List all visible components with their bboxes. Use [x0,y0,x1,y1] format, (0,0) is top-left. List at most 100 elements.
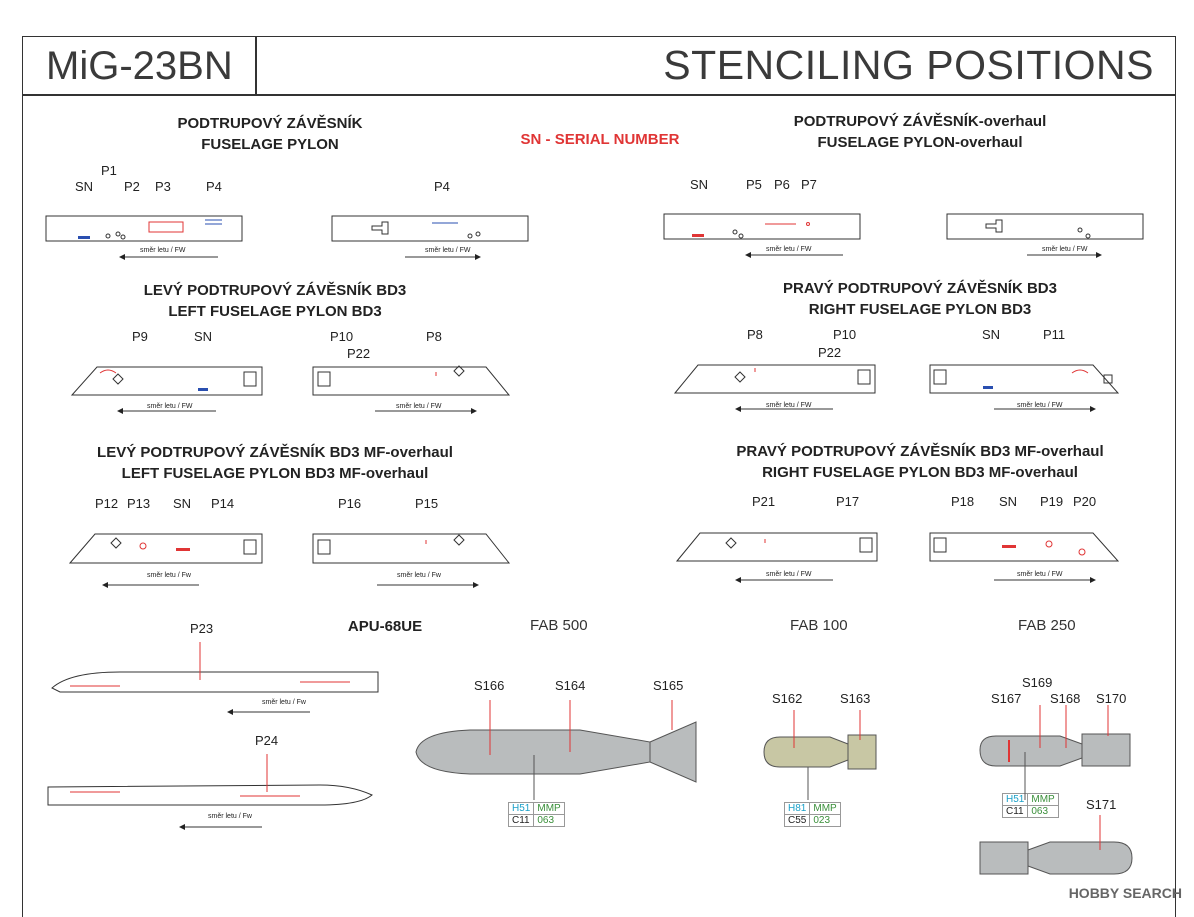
label-p10: P10 [330,329,354,344]
section-title-cz: LEVÝ PODTRUPOVÝ ZÁVĚSNÍK BD3 MF-overhaul [97,444,453,461]
label-s163: S163 [840,691,871,706]
label-p1: P1 [101,163,117,178]
apu-launcher-2 [47,754,373,806]
section-title-cz: PRAVÝ PODTRUPOVÝ ZÁVĚSNÍK BD3 MF-overhau… [736,443,1104,460]
direction-caption: směr letu / FW [1017,571,1063,578]
fab100-title: FAB 100 [790,617,848,634]
label-p2: P2 [124,179,140,194]
label-p11: P11 [1043,327,1066,342]
direction-caption: směr letu / FW [766,246,812,253]
direction-caption: směr letu / Fw [208,813,252,820]
pylon-drawing-2 [331,215,529,242]
section-fuselage-pylon: PODTRUPOVÝ ZÁVĚSNÍK FUSELAGE PYLON [130,115,410,153]
section-title-en: LEFT FUSELAGE PYLON BD3 [168,303,382,320]
label-p22: P22 [818,345,842,360]
label-s166: S166 [474,678,505,693]
direction-caption: směr letu / FW [147,403,193,410]
label-p7: P7 [801,177,817,192]
pylon-drawing-3 [663,213,861,240]
fab250-bomb [979,705,1133,875]
label-p15: P15 [415,496,439,511]
label-p12: P12 [95,496,119,511]
label-sn: SN [75,179,94,194]
label-p4: P4 [434,179,450,194]
header-rule [22,94,1176,96]
direction-caption: směr letu / FW [766,571,812,578]
fab500-title: FAB 500 [530,617,588,634]
apu-title: APU-68UE [347,618,423,635]
direction-caption: směr letu / Fw [262,699,306,706]
label-p4: P4 [206,179,222,194]
pylon-bd3mf-right-2 [929,532,1120,562]
section-right-pylon-bd3-mf: PRAVÝ PODTRUPOVÝ ZÁVĚSNÍK BD3 MF-overhau… [700,443,1140,481]
label-s162: S162 [772,691,803,706]
label-sn: SN [690,177,709,192]
section-title-en: RIGHT FUSELAGE PYLON BD3 MF-overhaul [762,464,1078,481]
label-sn: SN [982,327,1001,342]
label-p14: P14 [211,496,235,511]
aircraft-title: MiG-23BN [46,44,233,88]
label-s171: S171 [1086,797,1117,812]
page-title: STENCILING POSITIONS [663,42,1154,88]
label-p6: P6 [774,177,790,192]
pylon-bd3-right-1 [673,364,876,394]
label-s167: S167 [991,691,1022,706]
section-title-en: FUSELAGE PYLON [201,136,339,153]
label-p9: P9 [132,329,148,344]
direction-caption: směr letu / FW [1017,402,1063,409]
label-p17: P17 [836,494,860,509]
label-p22: P22 [347,346,371,361]
label-p18: P18 [951,494,975,509]
apu-launcher-1 [51,642,379,693]
fab500-bomb [415,700,697,800]
fab100-bomb [763,710,877,800]
direction-caption: směr letu / FW [140,247,186,254]
pylon-bd3-left-1 [70,366,263,396]
label-p23: P23 [190,621,214,636]
section-left-pylon-bd3-mf: LEVÝ PODTRUPOVÝ ZÁVĚSNÍK BD3 MF-overhaul… [60,444,490,482]
label-sn: SN [173,496,192,511]
label-s168: S168 [1050,691,1081,706]
section-left-pylon-bd3: LEVÝ PODTRUPOVÝ ZÁVĚSNÍK BD3 LEFT FUSELA… [90,282,460,320]
pylon-bd3mf-right-1 [675,532,878,562]
section-fuselage-pylon-overhaul: PODTRUPOVÝ ZÁVĚSNÍK-overhaul FUSELAGE PY… [740,113,1100,151]
section-title-cz: PODTRUPOVÝ ZÁVĚSNÍK [177,115,363,132]
label-p19: P19 [1040,494,1064,509]
label-p20: P20 [1073,494,1097,509]
section-title-en: RIGHT FUSELAGE PYLON BD3 [808,301,1032,318]
pylon-drawing-4 [946,213,1144,240]
section-title-cz: PODTRUPOVÝ ZÁVĚSNÍK-overhaul [793,113,1047,130]
direction-caption: směr letu / FW [396,403,442,410]
label-sn: SN [999,494,1018,509]
page-frame [22,36,1176,917]
label-s169: S169 [1022,675,1053,690]
fab250-title: FAB 250 [1018,617,1076,634]
label-p5: P5 [746,177,762,192]
pylon-bd3mf-left-2 [312,533,511,564]
label-p3: P3 [155,179,171,194]
direction-caption: směr letu / FW [1042,246,1088,253]
label-s165: S165 [653,678,684,693]
section-title-en: LEFT FUSELAGE PYLON BD3 MF-overhaul [121,465,429,482]
pylon-bd3-right-2 [929,364,1120,394]
pylon-bd3-left-2 [312,365,511,396]
direction-caption: směr letu / FW [425,247,471,254]
label-p24: P24 [255,733,279,748]
pylon-drawing-1 [45,215,243,242]
serial-number-legend: SN - SERIAL NUMBER [520,131,680,148]
label-p21: P21 [752,494,776,509]
section-right-pylon-bd3: PRAVÝ PODTRUPOVÝ ZÁVĚSNÍK BD3 RIGHT FUSE… [735,280,1105,318]
label-sn: SN [194,329,213,344]
section-title-en: FUSELAGE PYLON-overhaul [817,134,1023,151]
direction-caption: směr letu / Fw [147,572,191,579]
label-p8: P8 [426,329,442,344]
pylon-bd3mf-left-1 [68,533,263,564]
label-p13: P13 [127,496,151,511]
section-title-cz: LEVÝ PODTRUPOVÝ ZÁVĚSNÍK BD3 [143,282,407,299]
section-title-cz: PRAVÝ PODTRUPOVÝ ZÁVĚSNÍK BD3 [783,280,1057,297]
direction-caption: směr letu / FW [766,402,812,409]
label-p8: P8 [747,327,763,342]
